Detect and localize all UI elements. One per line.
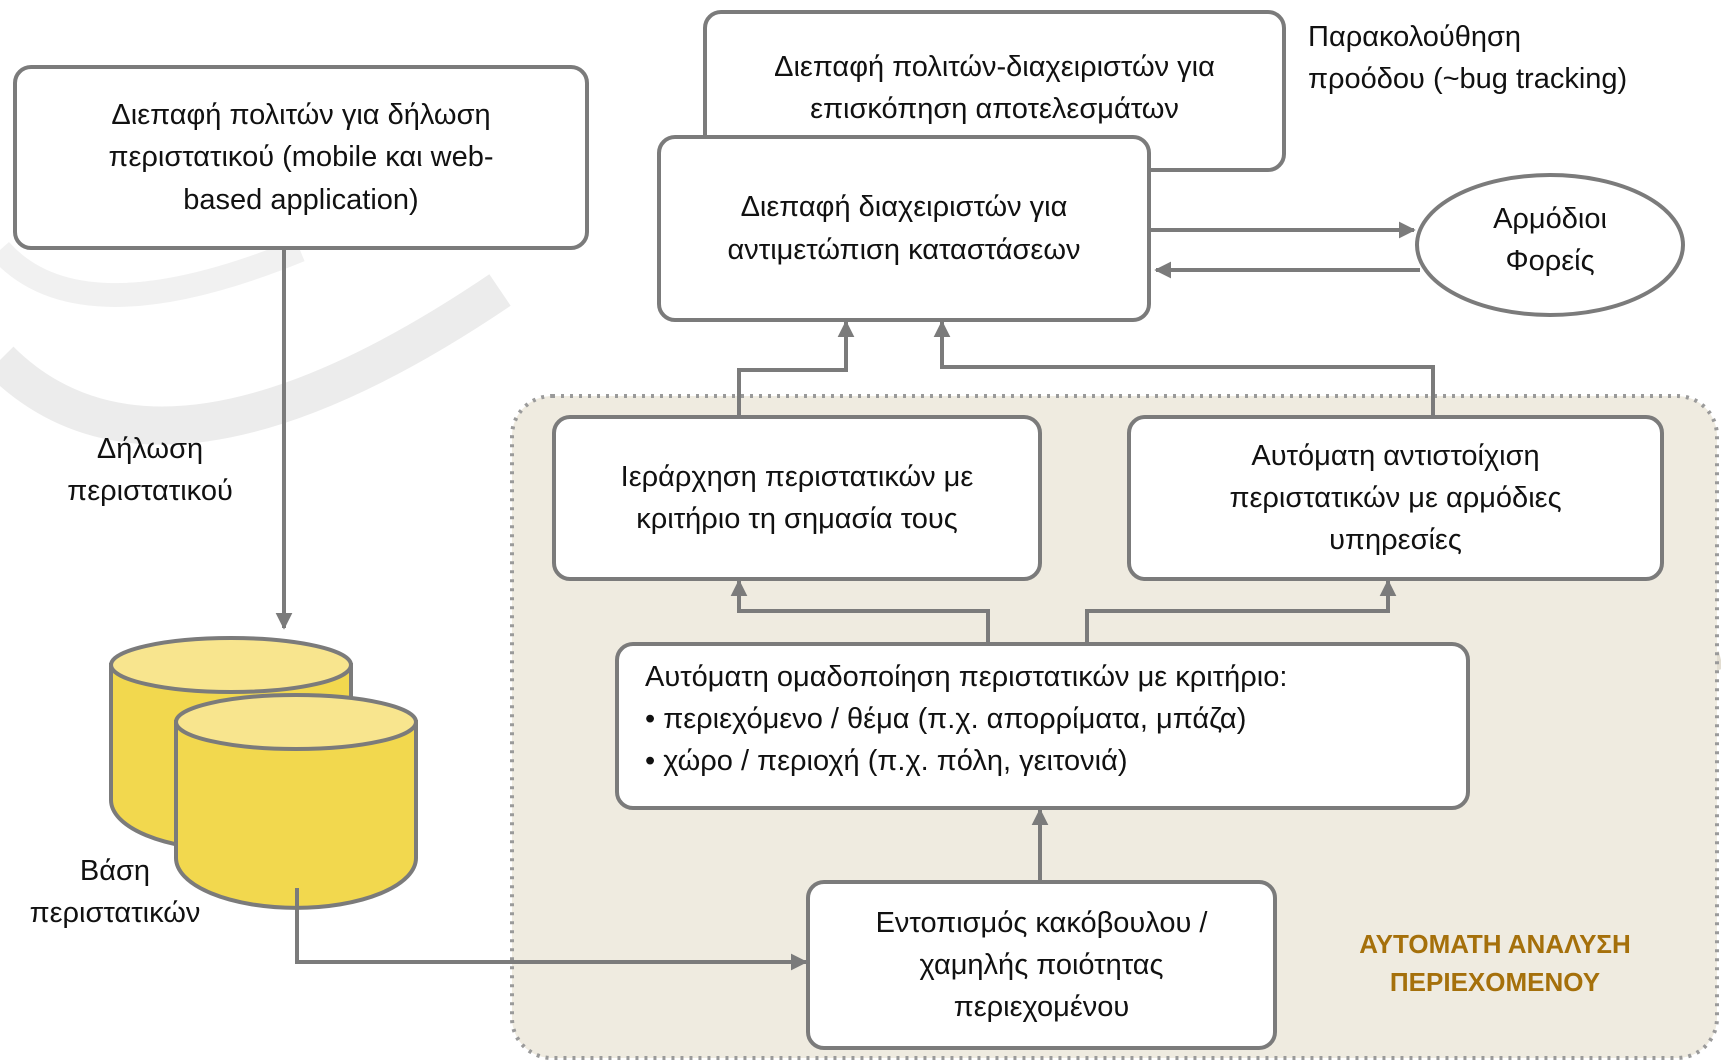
progress-tracking-label: Παρακολούθηση προόδου (~bug tracking) [1308,21,1628,96]
detection-box: Εντοπισμός κακόβουλου / χαμηλής ποιότητα… [806,880,1277,1050]
matching-box: Αυτόματη αντιστοίχιση περιστατικών με αρ… [1127,415,1664,581]
clustering-item-topic: περιεχόμενο / θέμα (π.χ. απορρίματα, μπά… [645,698,1440,740]
clustering-heading: Αυτόματη ομαδοποίηση περιστατικών με κρι… [645,661,1288,693]
automated-analysis-title: ΑΥΤΟΜΑΤΗ ΑΝΑΛΥΣΗ ΠΕΡΙΕΧΟΜΕΝΟΥ [1359,929,1631,997]
watermark-arc-left [0,274,511,445]
report-incident-label: Δήλωση περιστατικού [67,433,233,508]
clustering-item-location: χώρο / περιοχή (π.χ. πόλη, γειτονιά) [645,740,1440,782]
admin-interface-box: Διεπαφή διαχειριστών για αντιμετώπιση κα… [657,135,1151,322]
agencies-node [1415,173,1685,317]
agencies-label: Αρμόδιοι Φορείς [1493,203,1607,278]
detection-label: Εντοπισμός κακόβουλου / χαμηλής ποιότητα… [875,906,1208,1024]
matching-label: Αυτόματη αντιστοίχιση περιστατικών με αρ… [1229,439,1562,557]
database-cylinder-front [174,693,418,910]
database-icon [109,636,418,910]
citizen-interface-label: Διεπαφή πολιτών για δήλωση περιστατικού … [108,99,494,216]
ranking-label: Ιεράρχηση περιστατικών με κριτήριο τη ση… [620,460,974,535]
arrow-database-to-detection [295,888,808,971]
clustering-box: Αυτόματη ομαδοποίηση περιστατικών με κρι… [615,642,1470,810]
arrow-ranking-to-admin [737,320,855,415]
results-interface-label: Διεπαφή πολιτών-διαχειριστών για επισκόπ… [774,51,1215,126]
ranking-box: Ιεράρχηση περιστατικών με κριτήριο τη ση… [552,415,1042,581]
citizen-interface-box: Διεπαφή πολιτών για δήλωση περιστατικού … [13,65,589,250]
database-label: Βάση περιστατικών [29,855,201,930]
admin-interface-label: Διεπαφή διαχειριστών για αντιμετώπιση κα… [727,191,1081,266]
watermark-arc-left-inner [0,238,305,307]
arrow-clustering-to-ranking [730,579,990,642]
arrow-matching-to-admin [933,320,1435,415]
arrow-clustering-to-matching [1085,579,1397,642]
